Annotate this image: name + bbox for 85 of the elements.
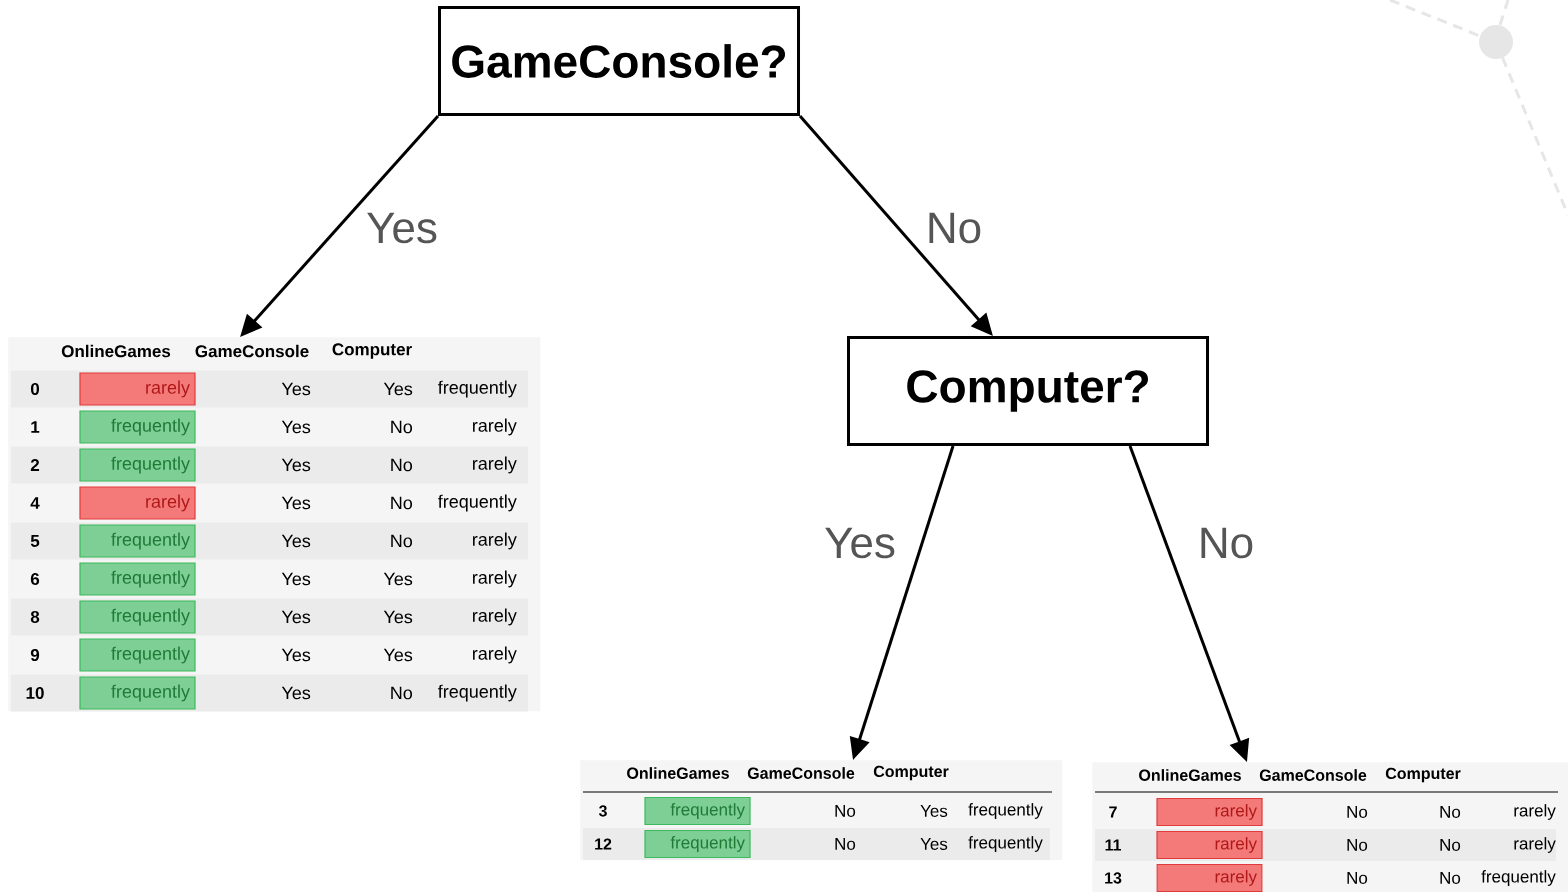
row-index: 8 xyxy=(30,611,40,624)
table-cell: No xyxy=(1440,872,1461,884)
table-cell: No xyxy=(391,458,413,472)
table-cell: No xyxy=(391,420,413,434)
highlighted-cell: rarely xyxy=(79,486,196,520)
column-header: GameConsole xyxy=(747,767,855,779)
table-cell: Yes xyxy=(920,805,948,817)
highlighted-cell: frequently xyxy=(79,448,196,482)
decision-box: GameConsole? xyxy=(438,6,800,116)
column-header: OnlineGames xyxy=(61,344,171,358)
table-cell: frequently xyxy=(968,803,1043,819)
table-cell: No xyxy=(391,534,413,548)
table-cell: rarely xyxy=(473,456,517,474)
table-cell: rarely xyxy=(473,418,517,436)
table-cell: frequently xyxy=(438,494,517,512)
row-index: 12 xyxy=(595,838,612,850)
table-cell: rarely xyxy=(1514,837,1556,853)
table-cell: No xyxy=(391,496,413,510)
table-cell: Yes xyxy=(281,572,311,586)
table-cell: frequently xyxy=(1481,870,1556,886)
edge-label: No xyxy=(929,212,981,244)
table-cell: Yes xyxy=(281,610,311,624)
highlighted-cell: rarely xyxy=(1156,797,1263,827)
table-cell: rarely xyxy=(473,570,517,588)
row-index: 13 xyxy=(1105,872,1122,884)
row-index: 1 xyxy=(31,421,40,433)
column-header: Computer xyxy=(873,765,949,781)
highlighted-cell: rarely xyxy=(1156,863,1263,892)
table-cell: Yes xyxy=(281,648,311,662)
highlighted-cell: rarely xyxy=(1156,830,1263,860)
edge-label: Yes xyxy=(825,527,895,559)
row-index: 2 xyxy=(30,459,40,471)
table-cell: Yes xyxy=(281,496,311,510)
row-index: 5 xyxy=(30,535,40,547)
column-header: OnlineGames xyxy=(627,767,729,779)
highlighted-cell: frequently xyxy=(644,796,751,826)
highlighted-cell: frequently xyxy=(79,562,196,596)
table-cell: Yes xyxy=(920,838,948,850)
table-cell: rarely xyxy=(473,532,517,550)
highlighted-cell: frequently xyxy=(79,410,196,444)
highlighted-cell: frequently xyxy=(644,829,751,859)
table-cell: rarely xyxy=(473,646,517,664)
table-cell: No xyxy=(835,805,856,817)
table-cell: Yes xyxy=(383,648,413,662)
row-index: 6 xyxy=(30,573,40,586)
highlighted-cell: frequently xyxy=(79,600,196,634)
highlighted-cell: frequently xyxy=(79,524,196,558)
table-cell: frequently xyxy=(438,684,517,702)
row-index: 4 xyxy=(30,497,40,509)
edge-label: Yes xyxy=(367,212,437,244)
decision-box: Computer? xyxy=(847,336,1209,446)
highlighted-cell: frequently xyxy=(79,638,196,672)
table-cell: Yes xyxy=(281,534,311,548)
column-header: GameConsole xyxy=(1259,769,1367,781)
row-index: 0 xyxy=(30,383,40,396)
table-cell: Yes xyxy=(383,382,413,396)
column-header: GameConsole xyxy=(195,344,309,358)
column-header: Computer xyxy=(332,343,412,359)
column-header: OnlineGames xyxy=(1139,769,1241,781)
table-cell: Yes xyxy=(383,572,413,586)
table-cell: No xyxy=(391,686,413,700)
row-index: 3 xyxy=(598,805,607,817)
table-cell: Yes xyxy=(281,420,311,434)
table-cell: No xyxy=(1347,839,1368,851)
table-cell: No xyxy=(1347,806,1368,818)
table-cell: No xyxy=(1440,806,1461,818)
table-cell: rarely xyxy=(1514,804,1556,820)
table-cell: rarely xyxy=(473,608,517,626)
row-index: 7 xyxy=(1109,806,1117,818)
table-cell: frequently xyxy=(438,380,517,398)
row-index: 10 xyxy=(26,687,44,700)
table-cell: Yes xyxy=(281,458,311,472)
table-cell: No xyxy=(1440,839,1461,851)
column-header: Computer xyxy=(1385,767,1461,783)
edge-label: No xyxy=(1201,527,1253,559)
table-cell: Yes xyxy=(281,382,311,396)
table-cell: No xyxy=(1347,872,1368,884)
table-cell: Yes xyxy=(383,610,413,624)
table-cell: frequently xyxy=(968,836,1043,852)
table-cell: No xyxy=(835,838,856,850)
table-cell: Yes xyxy=(281,686,311,700)
highlighted-cell: rarely xyxy=(79,372,196,406)
highlighted-cell: frequently xyxy=(79,676,196,710)
row-index: 11 xyxy=(1105,839,1122,851)
row-index: 9 xyxy=(30,649,40,662)
